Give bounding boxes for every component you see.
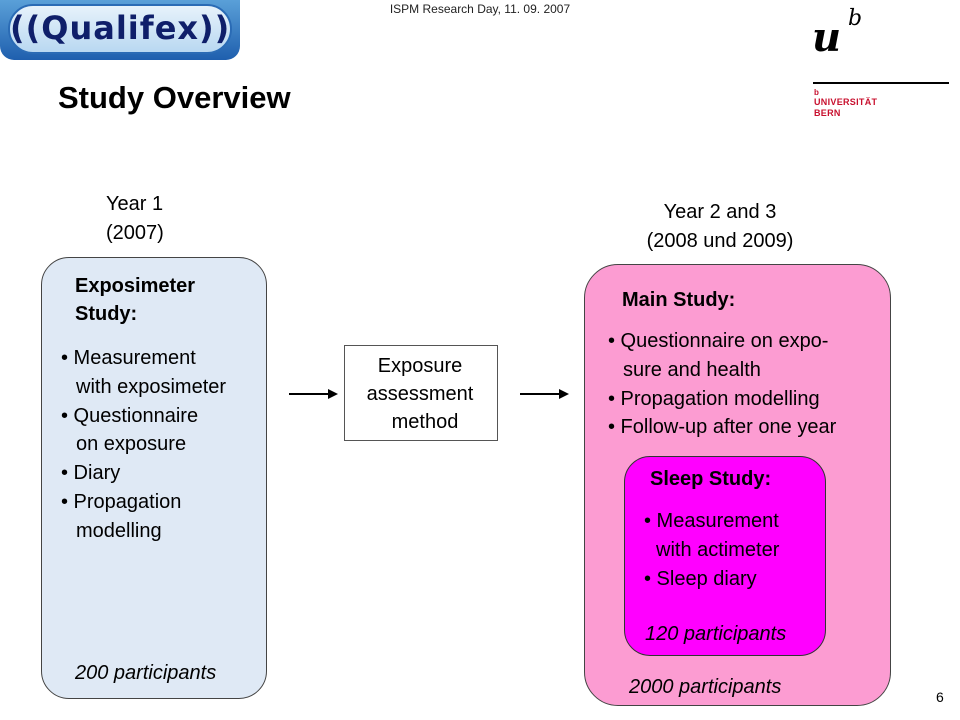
university-logo-b: b	[848, 6, 863, 31]
list-item: • Questionnaire	[61, 404, 199, 427]
main-participants: 2000 participants	[629, 676, 782, 698]
qualifex-logo: ((Qualifex))	[0, 0, 240, 60]
list-item: • Measurement	[61, 347, 196, 369]
method-line: assessment	[366, 383, 474, 405]
university-name-line1: UNIVERSITÄT	[814, 97, 878, 107]
year1-label: Year 1 (2007)	[106, 190, 164, 248]
year23-line1: Year 2 and 3	[663, 201, 777, 223]
sleep-study-heading: Sleep Study:	[650, 468, 772, 490]
arrow-head-icon	[559, 389, 569, 399]
year23-line2: (2008 und 2009)	[646, 230, 794, 252]
event-header: ISPM Research Day, 11. 09. 2007	[389, 2, 571, 16]
main-study-list: • Questionnaire on expo- sure and health…	[608, 327, 836, 442]
exposimeter-heading-line2: Study:	[75, 303, 138, 325]
list-item: on exposure	[76, 433, 187, 456]
list-item: with exposimeter	[76, 375, 227, 398]
arrow-line	[520, 393, 560, 395]
exposimeter-study-heading: Exposimeter Study:	[75, 272, 195, 328]
exposimeter-study-list: • Measurement with exposimeter • Questio…	[61, 344, 226, 546]
exposimeter-study-box	[41, 257, 267, 699]
page-title: Study Overview	[58, 80, 291, 115]
university-logo-u: u	[812, 14, 842, 61]
year1-line2: (2007)	[106, 222, 164, 244]
list-item: • Propagation modelling	[608, 387, 820, 410]
list-item: sure and health	[623, 358, 761, 381]
qualifex-logo-text: ((Qualifex))	[10, 9, 231, 47]
exposure-method-box	[344, 345, 498, 441]
exposure-method-text: Exposure assessment method	[344, 352, 496, 436]
list-item: • Questionnaire on expo-	[608, 330, 829, 352]
main-study-heading: Main Study:	[622, 289, 736, 311]
method-line: Exposure	[377, 355, 463, 377]
sleep-participants: 120 participants	[645, 623, 787, 645]
qualifex-logo-badge: ((Qualifex))	[8, 4, 232, 54]
university-logo-divider	[813, 82, 949, 84]
list-item: • Propagation	[61, 490, 182, 513]
year23-label: Year 2 and 3 (2008 und 2009)	[620, 198, 820, 256]
list-item: with actimeter	[656, 538, 780, 561]
list-item: • Follow-up after one year	[608, 416, 837, 439]
method-line: method	[391, 411, 459, 433]
list-item: • Diary	[61, 462, 121, 485]
university-logo-small-b: b	[814, 88, 819, 97]
university-name: UNIVERSITÄT BERN	[814, 97, 877, 119]
exposimeter-participants: 200 participants	[75, 662, 217, 684]
arrow-line	[289, 393, 329, 395]
sleep-study-list: • Measurement with actimeter • Sleep dia…	[644, 507, 779, 593]
exposimeter-heading-line1: Exposimeter	[75, 275, 196, 297]
university-name-line2: BERN	[814, 108, 841, 118]
list-item: • Measurement	[644, 510, 779, 532]
list-item: • Sleep diary	[644, 567, 757, 590]
year1-line1: Year 1	[106, 193, 164, 215]
page-number: 6	[936, 689, 944, 705]
list-item: modelling	[76, 519, 162, 542]
sleep-study-box	[624, 456, 826, 656]
arrow-head-icon	[328, 389, 338, 399]
